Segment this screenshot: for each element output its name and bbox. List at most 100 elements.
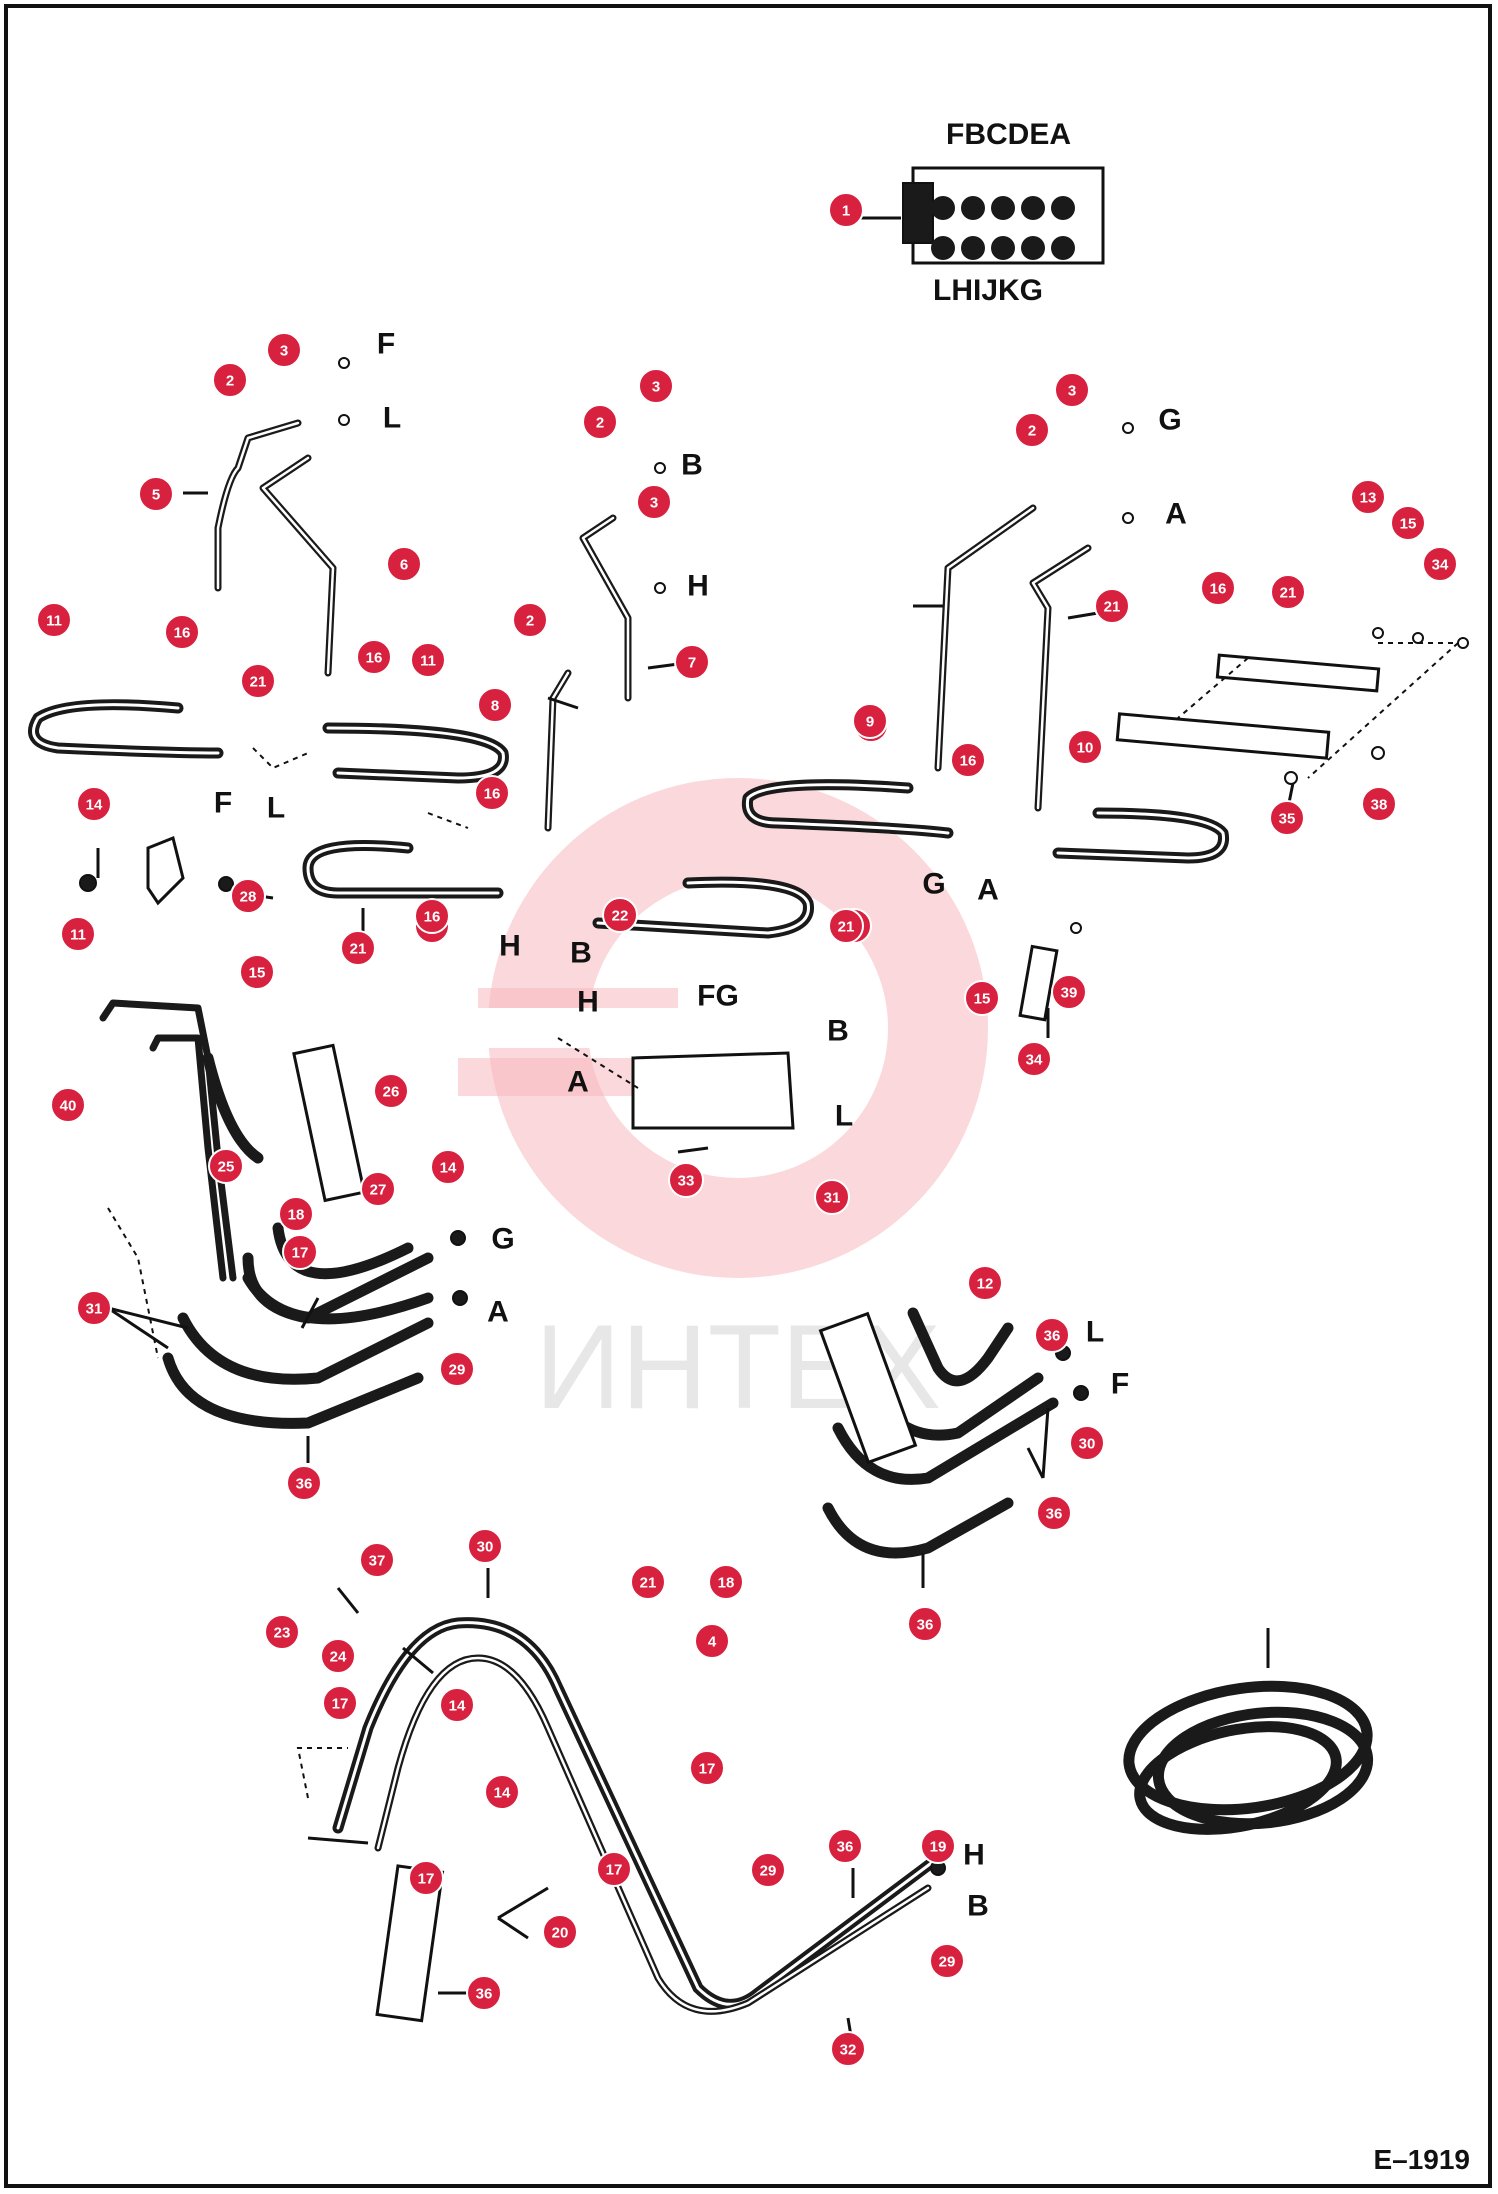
callout-bubble — [356, 639, 392, 675]
callout-bubble — [1069, 1425, 1105, 1461]
callout-bubble — [474, 775, 510, 811]
callout-bubble — [410, 642, 446, 678]
ref-letter-H-bottom: H — [963, 1839, 985, 1872]
callout-bubble — [1269, 800, 1305, 836]
callout-bubble — [827, 1828, 863, 1864]
ref-letter-B-hose: B — [570, 937, 592, 970]
callout-bubble — [477, 687, 513, 723]
callout-bubble — [76, 786, 112, 822]
callout-bubble — [208, 1148, 244, 1184]
callout-number: 11 — [46, 613, 62, 630]
callout-number: 21 — [640, 1575, 657, 1592]
callout-bubble — [50, 1087, 86, 1123]
callout-bubble — [286, 1465, 322, 1501]
callout-number: 35 — [1279, 811, 1296, 828]
callout-number: 34 — [1432, 557, 1449, 574]
callout-bubbles: 1232323561116111621827316112122142811211… — [36, 192, 1458, 2067]
callout-number: 31 — [86, 1301, 103, 1318]
callout-number: 4 — [708, 1634, 717, 1651]
valve-top-letters: FBCDEA — [946, 118, 1071, 151]
callout-bubble — [1016, 1041, 1052, 1077]
callout-number: 32 — [840, 2042, 857, 2059]
callout-number: 12 — [977, 1276, 994, 1293]
callout-bubble — [138, 476, 174, 512]
ref-letter-A-left-bundle: A — [487, 1296, 509, 1329]
callout-bubble — [708, 1564, 744, 1600]
callout-number: 25 — [218, 1159, 235, 1176]
callout-bubble — [582, 404, 618, 440]
callout-bubble — [602, 897, 638, 933]
callout-bubble — [240, 663, 276, 699]
callout-bubble — [60, 916, 96, 952]
ref-letter-B-bottom: B — [967, 1890, 989, 1923]
callout-number: 2 — [226, 373, 234, 390]
callout-number: 17 — [418, 1871, 435, 1888]
brackets — [146, 653, 1381, 1130]
callout-bubble — [320, 1638, 356, 1674]
callout-number: 23 — [274, 1625, 291, 1642]
callout-number: 21 — [1280, 585, 1297, 602]
callout-number: 36 — [917, 1617, 934, 1634]
callout-bubble — [239, 954, 275, 990]
callout-bubble — [750, 1852, 786, 1888]
callout-bubble — [1014, 412, 1050, 448]
ref-letter-F: F — [377, 328, 395, 361]
callout-bubble — [164, 614, 200, 650]
callout-number: 16 — [960, 753, 977, 770]
callout-number: 1 — [842, 203, 850, 220]
callout-number: 15 — [249, 965, 266, 982]
callout-bubble — [322, 1685, 358, 1721]
callout-number: 34 — [1026, 1052, 1043, 1069]
callout-number: 7 — [688, 655, 696, 672]
callout-bubble — [830, 2031, 866, 2067]
reference-letters: F L B H G A F L H B G A H FG B A L G A L… — [214, 328, 1187, 1923]
callout-number: 8 — [491, 698, 499, 715]
callout-number: 2 — [1028, 423, 1036, 440]
callout-number: 27 — [370, 1182, 387, 1199]
callout-bubble — [373, 1073, 409, 1109]
callout-bubble — [950, 742, 986, 778]
manifold-plate — [631, 1051, 795, 1130]
ref-letter-G: G — [1158, 404, 1181, 437]
callout-bubble — [638, 368, 674, 404]
control-valve: FBCDEA LHIJKG — [861, 118, 1105, 307]
callout-bubble — [36, 602, 72, 638]
callout-number: 3 — [280, 343, 288, 360]
callout-bubble — [1067, 729, 1103, 765]
callout-bubble — [439, 1351, 475, 1387]
callout-number: 37 — [369, 1553, 386, 1570]
callout-bubble — [828, 908, 864, 944]
callout-number: 16 — [1210, 581, 1227, 598]
callout-bubble — [668, 1162, 704, 1198]
callout-bubble — [1270, 574, 1306, 610]
callout-number: 18 — [288, 1207, 305, 1224]
callout-bubble — [386, 546, 422, 582]
callout-number: 16 — [484, 786, 501, 803]
callout-number: 36 — [296, 1476, 313, 1493]
ref-letter-G-left-bundle: G — [491, 1223, 514, 1256]
callout-number: 24 — [330, 1649, 347, 1666]
callout-bubble — [266, 332, 302, 368]
diagram-sheet: ИНТЕХ FBCDEA LHIJKG — [4, 4, 1492, 2188]
callout-bubble — [414, 898, 450, 934]
callout-number: 10 — [1077, 740, 1094, 757]
callout-bubble — [76, 1290, 112, 1326]
valve-bottom-letters: LHIJKG — [933, 274, 1043, 307]
callout-bubble — [1361, 786, 1397, 822]
callout-bubble — [359, 1542, 395, 1578]
callout-bubble — [920, 1828, 956, 1864]
callout-bubble — [689, 1750, 725, 1786]
callout-bubble — [430, 1149, 466, 1185]
ref-letter-FG-manifold: FG — [697, 980, 739, 1013]
callout-bubble — [852, 703, 888, 739]
callout-number: 2 — [596, 415, 604, 432]
callout-number: 9 — [866, 714, 874, 731]
ref-letter-A: A — [1165, 498, 1187, 531]
callout-number: 15 — [974, 991, 991, 1008]
callout-bubble — [1390, 505, 1426, 541]
callout-number: 13 — [1360, 490, 1377, 507]
callout-bubble — [542, 1914, 578, 1950]
callout-number: 29 — [449, 1362, 466, 1379]
callout-number: 14 — [494, 1785, 511, 1802]
callout-bubble — [1200, 570, 1236, 606]
